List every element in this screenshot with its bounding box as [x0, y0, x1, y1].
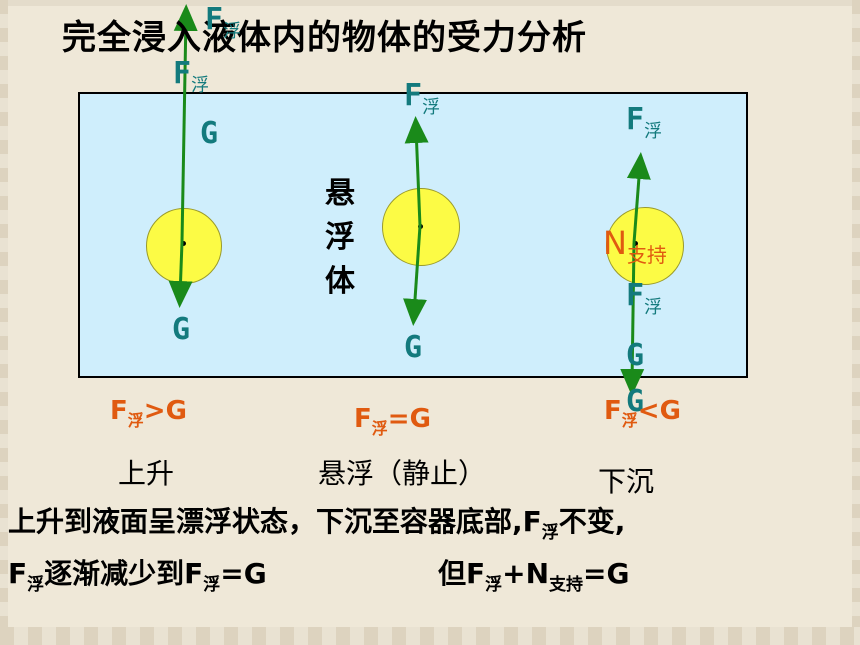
- motion-rising: 上升: [118, 457, 175, 490]
- suspended-body-label: 悬浮体: [325, 176, 355, 299]
- sinking-gravity-label-2: G: [626, 384, 645, 419]
- motion-suspended: 悬浮（静止）: [318, 457, 487, 490]
- rising-top-buoyancy-label: F浮: [205, 2, 242, 42]
- ball-rising-center: [181, 241, 186, 246]
- rising-gravity-label: G: [172, 312, 191, 347]
- arrow-sinking-gravity: [620, 242, 645, 396]
- rising-top-gravity-label: G: [200, 116, 219, 151]
- condition-sinking: F浮<G: [604, 396, 681, 430]
- arrow-rising-buoyancy: [173, 4, 198, 243]
- summary-line-2a: F浮逐渐减少到F浮=G: [8, 557, 267, 595]
- summary-line-1: 上升到液面呈漂浮状态，下沉至容器底部,F浮不变,: [8, 505, 626, 543]
- ball-sinking-center: [633, 241, 638, 246]
- sinking-gravity-label: G: [626, 338, 645, 373]
- frame-bottom: [0, 627, 860, 645]
- sinking-support-label: N支持: [603, 224, 667, 267]
- ball-sinking: [606, 207, 684, 285]
- sinking-buoyancy-label-2: F浮: [626, 278, 663, 318]
- frame-left: [0, 0, 8, 645]
- suspended-buoyancy-label: F浮: [404, 78, 441, 118]
- arrow-suspended-buoyancy: [404, 116, 429, 227]
- page-title: 完全浸入液体内的物体的受力分析: [62, 18, 587, 58]
- suspended-gravity-label: G: [404, 330, 423, 365]
- arrow-suspended-gravity: [403, 225, 427, 326]
- frame-right: [852, 0, 860, 645]
- condition-suspended: F浮=G: [354, 404, 431, 438]
- arrow-sinking-buoyancy: [626, 152, 651, 244]
- motion-sinking: 下沉: [598, 465, 655, 498]
- frame-top: [0, 0, 860, 6]
- arrow-rising-gravity: [168, 241, 193, 308]
- rising-buoyancy-label: F浮: [173, 56, 210, 96]
- summary-line-2b: 但F浮+N支持=G: [438, 557, 630, 595]
- sinking-buoyancy-label: F浮: [626, 102, 663, 142]
- condition-rising: F浮>G: [110, 396, 187, 430]
